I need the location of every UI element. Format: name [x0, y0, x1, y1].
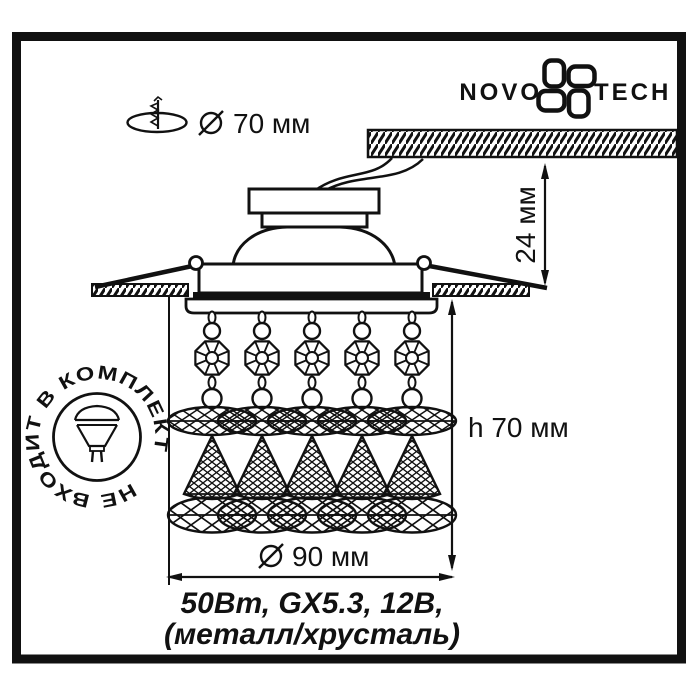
logo-text-tech: TECH [594, 79, 671, 106]
mains-wire [313, 157, 424, 193]
dim-pendant-height: h 70 мм [448, 299, 569, 571]
cutout-diameter: 70 мм [198, 108, 310, 139]
logo-pinwheel-icon [539, 61, 595, 117]
ceiling-section-right [432, 283, 530, 297]
diameter-symbol-icon [258, 543, 284, 569]
clip-pivot-right [416, 255, 432, 271]
screw-icon [149, 95, 163, 129]
mr16-lamp-icon [73, 404, 121, 463]
trim-dome [231, 225, 397, 267]
arrow-down-icon [448, 555, 456, 571]
arrow-up-icon [541, 163, 549, 179]
pendant-height-label: h 70 мм [468, 412, 569, 443]
diameter-symbol-icon [198, 110, 224, 136]
trim-ring-edge [193, 292, 430, 299]
spec-line-2: (металл/хрусталь) [164, 618, 460, 651]
ceiling-section-left [91, 283, 189, 297]
clip-pivot-left [188, 255, 204, 271]
crystal-tray [184, 297, 439, 315]
stamp-circle [52, 392, 142, 482]
not-included-stamp: НЕ ВХОДИТ В КОМПЛЕКТ [22, 362, 170, 511]
recess-depth-label: 24 мм [510, 186, 541, 263]
dim-recess-depth: 24 мм [510, 163, 549, 286]
ceiling-section-top [366, 128, 679, 159]
logo-text-novo: NOVO [459, 79, 542, 106]
cutout-diameter-label: 70 мм [233, 108, 310, 139]
frame [12, 32, 686, 664]
arrow-up-icon [448, 299, 456, 315]
spec-line-1: 50Вт, GX5.3, 12В, [180, 587, 443, 620]
trim-ring [197, 262, 424, 295]
lamp-housing [247, 187, 381, 215]
crystal-strands [166, 310, 458, 534]
arrow-right-icon [439, 573, 455, 581]
arrow-left-icon [166, 573, 182, 581]
brand-logo: NOVO TECH [459, 61, 671, 117]
mounting-hole-icon [126, 95, 188, 134]
body-diameter-label: 90 мм [292, 541, 369, 572]
dim-body-diameter: 90 мм [166, 296, 455, 585]
housing-neck [260, 211, 369, 229]
arrow-down-icon [541, 270, 549, 286]
spec-caption: 50Вт, GX5.3, 12В, (металл/хрусталь) [164, 587, 460, 651]
